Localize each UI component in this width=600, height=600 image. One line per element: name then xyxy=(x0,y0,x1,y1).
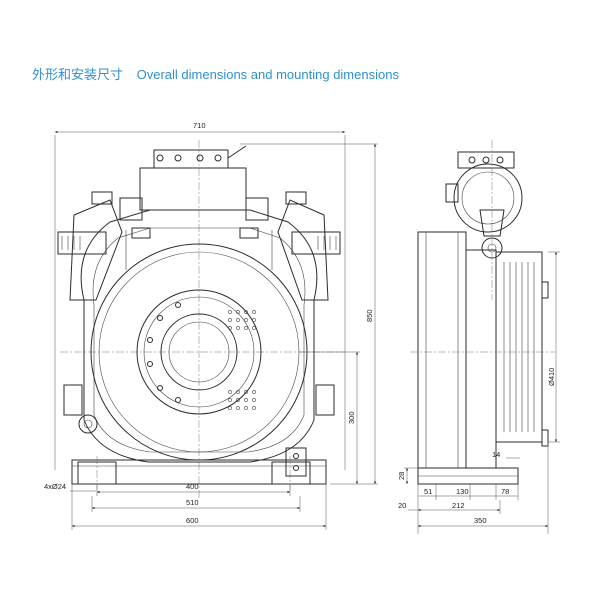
left-brake-arm xyxy=(69,199,123,301)
right-brake-arm xyxy=(277,199,329,301)
dim-710: 710 xyxy=(193,121,206,130)
dim-350: 350 xyxy=(474,516,487,525)
dim-51: 51 xyxy=(424,487,432,496)
dim-212: 212 xyxy=(452,501,465,510)
dim-510: 510 xyxy=(186,498,199,507)
left-spring-housing xyxy=(57,231,107,255)
dim-28: 28 xyxy=(397,472,406,480)
front-view: 710 850 300 400 510 600 4xØ24 xyxy=(44,121,378,530)
dim-20: 20 xyxy=(398,501,406,510)
dim-130: 130 xyxy=(456,487,469,496)
dim-400: 400 xyxy=(186,482,199,491)
dim-850: 850 xyxy=(365,309,374,322)
dim-sheave-diameter: Ø410 xyxy=(547,368,556,386)
page-title: 外形和安装尺寸 Overall dimensions and mounting … xyxy=(32,64,399,83)
right-spring-housing xyxy=(291,231,341,255)
side-view: Ø410 14 28 51 130 78 20 212 350 xyxy=(397,140,560,534)
traction-sheave xyxy=(495,251,543,443)
brake-block xyxy=(139,167,247,211)
dim-14: 14 xyxy=(492,450,500,459)
right-foot xyxy=(271,461,311,485)
dim-78: 78 xyxy=(501,487,509,496)
dim-600: 600 xyxy=(186,516,199,525)
side-brake-drum xyxy=(453,163,523,233)
hub xyxy=(160,313,238,391)
title-chinese: 外形和安装尺寸 xyxy=(32,68,124,83)
side-body xyxy=(417,231,467,469)
dim-holes: 4xØ24 xyxy=(44,482,66,491)
dim-300: 300 xyxy=(347,411,356,424)
title-english: Overall dimensions and mounting dimensio… xyxy=(136,67,399,82)
inner-ring xyxy=(136,289,262,415)
